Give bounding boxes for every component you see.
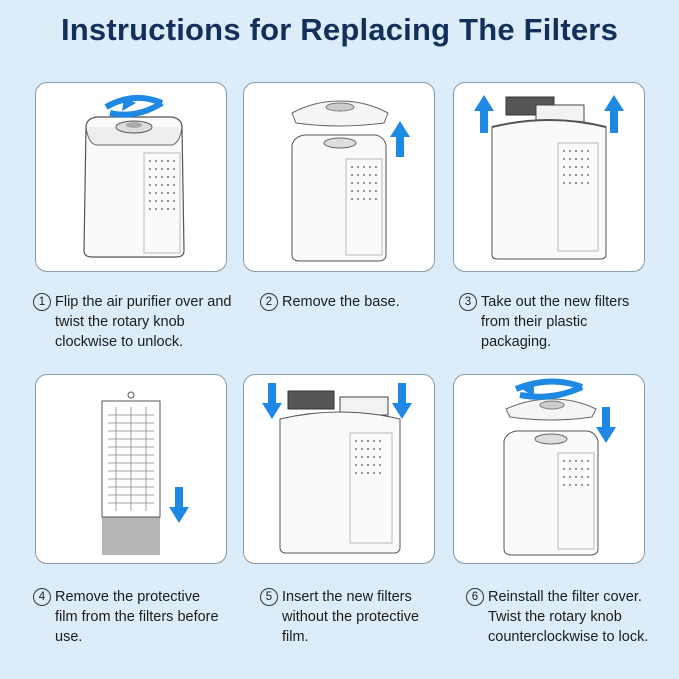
step-6-number: 6 — [466, 588, 484, 606]
step-4-illustration — [35, 374, 227, 564]
step-2-instruction: 2 Remove the base. — [260, 292, 440, 312]
step-2-illustration — [243, 82, 435, 272]
step-5-number: 5 — [260, 588, 278, 606]
step-6-instruction: 6 Reinstall the filter cover. Twist the … — [466, 587, 676, 647]
step-4-number: 4 — [33, 588, 51, 606]
step-2-text: Remove the base. — [282, 294, 400, 310]
step-6-illustration — [453, 374, 645, 564]
step-5-text: Insert the new filters without the prote… — [282, 589, 420, 645]
step-2-number: 2 — [260, 293, 278, 311]
step-3-instruction: 3 Take out the new filters from their pl… — [459, 292, 659, 352]
step-1-illustration — [35, 82, 227, 272]
step-5-illustration — [243, 374, 435, 564]
step-1-instruction: 1 Flip the air purifier over and twist t… — [33, 292, 243, 352]
step-6-text: Reinstall the filter cover. Twist the ro… — [488, 589, 649, 645]
step-3-illustration — [453, 82, 645, 272]
step-3-text: Take out the new filters from their plas… — [481, 294, 630, 350]
step-3-number: 3 — [459, 293, 477, 311]
step-1-number: 1 — [33, 293, 51, 311]
step-4-instruction: 4 Remove the protective film from the fi… — [33, 587, 223, 647]
page-title: Instructions for Replacing The Filters — [60, 12, 619, 47]
step-1-text: Flip the air purifier over and twist the… — [55, 294, 232, 350]
step-5-instruction: 5 Insert the new filters without the pro… — [260, 587, 440, 647]
step-4-text: Remove the protective film from the filt… — [55, 589, 219, 645]
